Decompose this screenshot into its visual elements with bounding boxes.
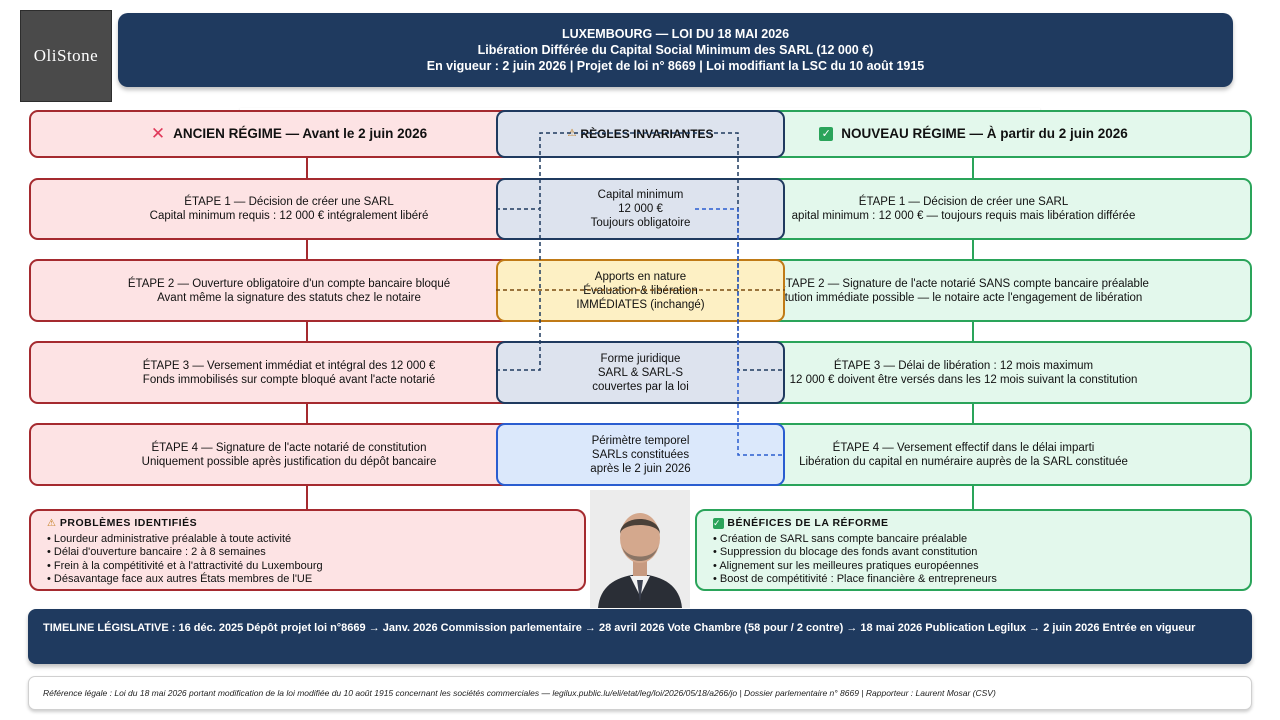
list-item: Désavantage face aux autres États membre… — [47, 573, 568, 587]
step-title: ÉTAPE 3 — Versement immédiat et intégral… — [142, 359, 436, 372]
old-regime-title: ANCIEN RÉGIME — Avant le 2 juin 2026 — [173, 126, 428, 141]
benefits-panel: ✓ BÉNÉFICES DE LA RÉFORME Création de SA… — [695, 509, 1252, 591]
connector-line — [972, 486, 974, 510]
timeline-text: TIMELINE LÉGISLATIVE : 16 déc. 2025 Dépô… — [43, 622, 1196, 634]
step-detail: Libération du capital en numéraire auprè… — [799, 455, 1128, 468]
check-icon: ✓ — [819, 127, 834, 141]
benefits-list: Création de SARL sans compte bancaire pr… — [713, 533, 1234, 587]
header-title: LUXEMBOURG — LOI DU 18 MAI 2026 — [561, 27, 790, 41]
warning-icon: ⚠ — [47, 518, 57, 529]
cross-icon: ✕ — [150, 124, 166, 143]
footer-text: Référence légale : Loi du 18 mai 2026 po… — [43, 688, 996, 698]
step-detail: Uniquement possible après justification … — [141, 455, 437, 468]
new-step-3: ÉTAPE 3 — Délai de libération : 12 mois … — [695, 341, 1252, 404]
invariant-perimetre: Périmètre temporel SARLs constituées apr… — [496, 423, 785, 486]
list-item: Alignement sur les meilleures pratiques … — [713, 560, 1234, 574]
connector-line — [306, 158, 308, 180]
legislative-timeline: TIMELINE LÉGISLATIVE : 16 déc. 2025 Dépô… — [28, 609, 1252, 664]
header-subtitle: Libération Différée du Capital Social Mi… — [477, 43, 874, 57]
header-details: En vigueur : 2 juin 2026 | Projet de loi… — [426, 59, 925, 73]
connector-line — [972, 322, 974, 343]
page-header: LUXEMBOURG — LOI DU 18 MAI 2026 Libérati… — [118, 13, 1233, 87]
connector-line — [306, 486, 308, 510]
list-item: Délai d'ouverture bancaire : 2 à 8 semai… — [47, 546, 568, 560]
new-regime-title: NOUVEAU RÉGIME — À partir du 2 juin 2026 — [841, 126, 1128, 141]
connector-line — [306, 240, 308, 261]
divider — [240, 108, 1040, 111]
connector-line — [972, 240, 974, 261]
step-title: ÉTAPE 2 — Ouverture obligatoire d'un com… — [127, 277, 451, 290]
step-detail: tution immédiate possible — le notaire a… — [784, 291, 1143, 304]
problems-title-row: ⚠ PROBLÈMES IDENTIFIÉS — [47, 517, 568, 531]
invariant-line: Apports en nature — [594, 270, 687, 283]
problems-panel: ⚠ PROBLÈMES IDENTIFIÉS Lourdeur administ… — [29, 509, 586, 591]
invariant-line: Périmètre temporel — [591, 434, 690, 447]
list-item: Boost de compétitivité : Place financièr… — [713, 573, 1234, 587]
connector-line — [306, 404, 308, 425]
portrait-photo — [590, 490, 690, 608]
invariants-header: ⚠ RÈGLES INVARIANTES — [496, 110, 785, 158]
invariant-line: Forme juridique — [600, 352, 681, 365]
old-step-1: ÉTAPE 1 — Décision de créer une SARL Cap… — [29, 178, 549, 240]
problems-list: Lourdeur administrative préalable à tout… — [47, 533, 568, 587]
benefits-title-row: ✓ BÉNÉFICES DE LA RÉFORME — [713, 517, 1234, 531]
new-step-4: ÉTAPE 4 — Versement effectif dans le dél… — [695, 423, 1252, 486]
dashed-connector — [496, 132, 785, 371]
benefits-title: BÉNÉFICES DE LA RÉFORME — [727, 517, 889, 529]
invariant-capital: Capital minimum 12 000 € Toujours obliga… — [496, 178, 785, 240]
old-regime-header: ✕ ANCIEN RÉGIME — Avant le 2 juin 2026 — [29, 110, 549, 158]
invariant-line: Capital minimum — [597, 189, 684, 201]
step-title: ÉTAPE 4 — Signature de l'acte notarié de… — [151, 441, 427, 454]
list-item: Suppression du blocage des fonds avant c… — [713, 546, 1234, 560]
invariant-line: Toujours obligatoire — [590, 217, 691, 229]
step-detail: Avant même la signature des statuts chez… — [157, 291, 421, 304]
invariant-line: SARL & SARL-S — [597, 366, 684, 379]
list-item: Création de SARL sans compte bancaire pr… — [713, 533, 1234, 547]
invariant-apports: Apports en nature Évaluation & libératio… — [496, 259, 785, 322]
step-title: ÉTAPE 2 — Signature de l'acte notarié SA… — [778, 277, 1149, 290]
old-step-2: ÉTAPE 2 — Ouverture obligatoire d'un com… — [29, 259, 549, 322]
step-detail: Fonds immobilisés sur compte bloqué avan… — [142, 373, 436, 386]
portrait-illustration — [590, 490, 690, 608]
logo-text: OliStone — [33, 46, 99, 65]
olistone-logo: OliStone — [20, 10, 112, 102]
legal-reference-footer: Référence légale : Loi du 18 mai 2026 po… — [28, 676, 1252, 710]
invariant-forme: Forme juridique SARL & SARL-S couvertes … — [496, 341, 785, 404]
warning-icon: ⚠ — [567, 128, 577, 139]
old-step-3: ÉTAPE 3 — Versement immédiat et intégral… — [29, 341, 549, 404]
invariants-title: RÈGLES INVARIANTES — [580, 127, 714, 141]
step-title: ÉTAPE 4 — Versement effectif dans le dél… — [832, 441, 1095, 454]
list-item: Lourdeur administrative préalable à tout… — [47, 533, 568, 547]
invariant-line: Évaluation & libération — [583, 284, 698, 297]
problems-title: PROBLÈMES IDENTIFIÉS — [59, 517, 198, 529]
check-icon: ✓ — [713, 518, 724, 529]
step-title: ÉTAPE 1 — Décision de créer une SARL — [184, 196, 394, 208]
connector-line — [972, 158, 974, 180]
connector-line — [972, 404, 974, 425]
invariant-line: après le 2 juin 2026 — [590, 462, 691, 475]
step-title: ÉTAPE 1 — Décision de créer une SARL — [858, 196, 1069, 208]
connector-line — [306, 322, 308, 343]
invariant-line: SARLs constituées — [591, 448, 690, 461]
dashed-connector — [695, 208, 785, 456]
new-regime-header: ✓ NOUVEAU RÉGIME — À partir du 2 juin 20… — [695, 110, 1252, 158]
step-detail: 12 000 € doivent être versés dans les 12… — [789, 373, 1138, 386]
list-item: Frein à la compétitivité et à l'attracti… — [47, 560, 568, 574]
new-step-2: ÉTAPE 2 — Signature de l'acte notarié SA… — [695, 259, 1252, 322]
old-step-4: ÉTAPE 4 — Signature de l'acte notarié de… — [29, 423, 549, 486]
invariant-line: couvertes par la loi — [592, 380, 689, 393]
step-detail: apital minimum : 12 000 € — toujours req… — [791, 210, 1136, 222]
step-title: ÉTAPE 3 — Délai de libération : 12 mois … — [833, 359, 1094, 372]
step-detail: Capital minimum requis : 12 000 € intégr… — [149, 210, 429, 222]
invariant-line: IMMÉDIATES (inchangé) — [576, 298, 705, 311]
invariant-line: 12 000 € — [618, 203, 663, 215]
